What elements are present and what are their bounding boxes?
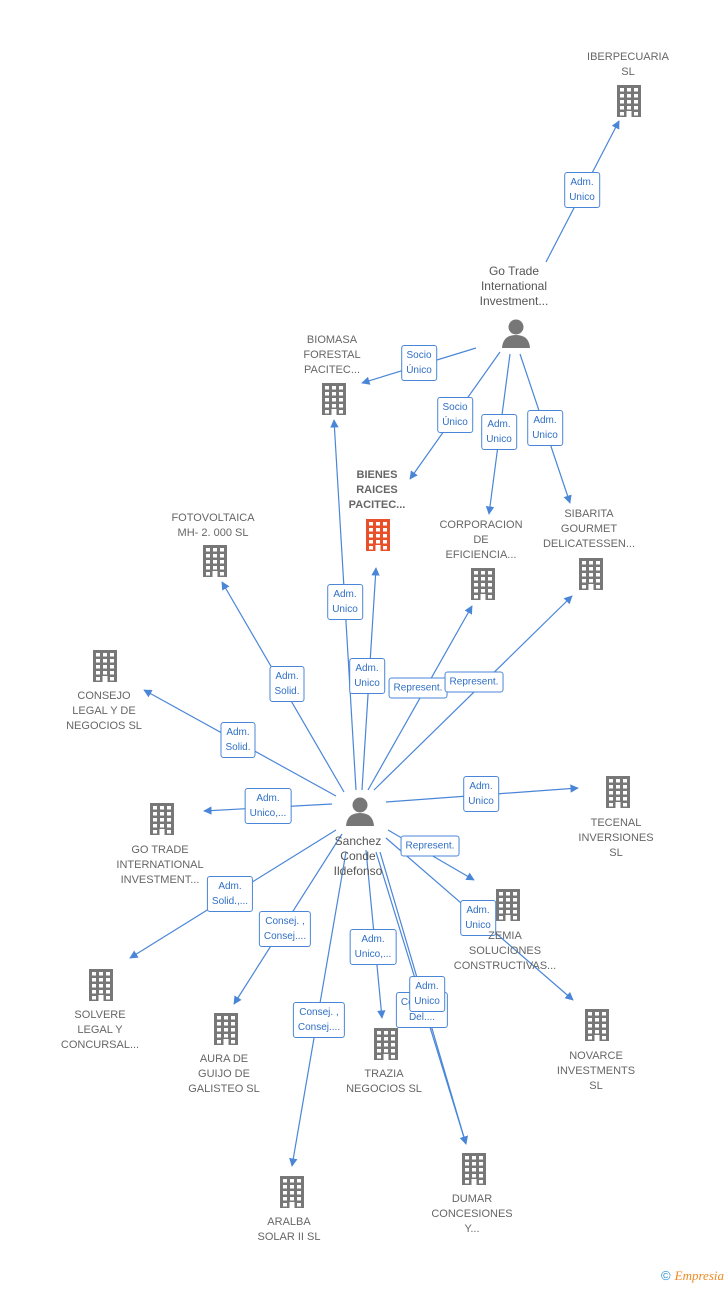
person-label-gotrade_person[interactable]: Go Trade International Investment... [479, 264, 549, 308]
company-label-biomasa[interactable]: BIOMASA FORESTAL PACITEC... [303, 334, 361, 376]
edge-label-gotrade_person-to-bienes[interactable]: Socio Único [437, 397, 473, 433]
company-label-bienes[interactable]: BIENES RAICES PACITEC... [348, 469, 406, 511]
edge-label-sanchez-to-biomasa[interactable]: Adm. Unico [327, 584, 363, 620]
edge-label-sanchez-to-consejo[interactable]: Adm. Solid. [220, 722, 256, 758]
edge-label-gotrade_person-to-biomasa[interactable]: Socio Único [401, 345, 437, 381]
edge-label-sanchez-to-sibarita[interactable]: Represent. [444, 671, 504, 693]
building-icon-corporacion[interactable] [471, 568, 495, 600]
edge-label-sanchez-to-trazia[interactable]: Adm. Unico,... [349, 929, 397, 965]
edge-label-gotrade_person-to-iberpecuaria[interactable]: Adm. Unico [564, 172, 600, 208]
building-icon-zemia[interactable] [496, 889, 520, 921]
edge-label-sanchez-to-gotrade_co[interactable]: Adm. Unico,... [244, 788, 292, 824]
person-icon-gotrade_person[interactable] [502, 319, 530, 349]
company-label-sibarita[interactable]: SIBARITA GOURMET DELICATESSEN... [542, 508, 636, 550]
building-icon-trazia[interactable] [374, 1028, 398, 1060]
company-label-trazia[interactable]: TRAZIA NEGOCIOS SL [346, 1068, 422, 1095]
company-label-iberpecuaria[interactable]: IBERPECUARIA SL [587, 51, 669, 78]
edge-label-sanchez-to-bienes[interactable]: Adm. Unico [349, 658, 385, 694]
edge-label-sanchez-to-dumar[interactable]: Adm. Unico [409, 976, 445, 1012]
edge-sanchez-to-sibarita [373, 595, 573, 791]
icons-layer [89, 85, 641, 1208]
company-label-corporacion[interactable]: CORPORACION DE EFICIENCIA... [439, 519, 523, 561]
edge-label-sanchez-to-corporacion[interactable]: Represent. [388, 677, 448, 699]
copyright-icon: © [661, 1268, 671, 1283]
edge-label-sanchez-to-aura[interactable]: Consej. , Consej.... [258, 911, 312, 947]
building-icon-solvere[interactable] [89, 969, 113, 1001]
company-label-zemia[interactable]: ZEMIA SOLUCIONES CONSTRUCTIVAS... [453, 930, 557, 972]
edge-label-sanchez-to-aralba[interactable]: Consej. , Consej.... [292, 1002, 346, 1038]
building-icon-fotovoltaica[interactable] [203, 545, 227, 577]
building-icon-bienes[interactable] [366, 519, 390, 551]
edge-label-gotrade_person-to-corporacion[interactable]: Adm. Unico [481, 414, 517, 450]
building-icon-novarce[interactable] [585, 1009, 609, 1041]
edge-label-sanchez-to-fotovoltaica[interactable]: Adm. Solid. [269, 666, 305, 702]
company-label-solvere[interactable]: SOLVERE LEGAL Y CONCURSAL... [60, 1009, 140, 1051]
edge-label-sanchez-to-zemia[interactable]: Represent. [400, 835, 460, 857]
footer-brand[interactable]: ©Empresia [661, 1268, 724, 1284]
person-icon-sanchez[interactable] [346, 797, 374, 827]
building-icon-iberpecuaria[interactable] [617, 85, 641, 117]
company-label-consejo[interactable]: CONSEJO LEGAL Y DE NEGOCIOS SL [66, 690, 142, 732]
building-icon-sibarita[interactable] [579, 558, 603, 590]
building-icon-aura[interactable] [214, 1013, 238, 1045]
company-label-fotovoltaica[interactable]: FOTOVOLTAICA MH- 2. 000 SL [171, 512, 255, 539]
building-icon-consejo[interactable] [93, 650, 117, 682]
brand-name: Empresia [674, 1268, 724, 1283]
person-label-sanchez[interactable]: Sanchez Conde Ildefonso [333, 834, 383, 878]
edge-label-sanchez-to-novarce[interactable]: Adm. Unico [460, 900, 496, 936]
building-icon-gotrade_co[interactable] [150, 803, 174, 835]
company-label-dumar[interactable]: DUMAR CONCESIONES Y... [431, 1193, 513, 1235]
company-label-aura[interactable]: AURA DE GUIJO DE GALISTEO SL [188, 1053, 260, 1095]
company-label-aralba[interactable]: ARALBA SOLAR II SL [257, 1216, 321, 1243]
edge-label-sanchez-to-solvere[interactable]: Adm. Solid.,... [206, 876, 254, 912]
building-icon-dumar[interactable] [462, 1153, 486, 1185]
edge-label-sanchez-to-tecenal[interactable]: Adm. Unico [463, 776, 499, 812]
building-icon-tecenal[interactable] [606, 776, 630, 808]
building-icon-aralba[interactable] [280, 1176, 304, 1208]
company-label-tecenal[interactable]: TECENAL INVERSIONES SL [578, 817, 654, 859]
edge-label-gotrade_person-to-sibarita[interactable]: Adm. Unico [527, 410, 563, 446]
company-label-novarce[interactable]: NOVARCE INVESTMENTS SL [556, 1050, 636, 1092]
building-icon-biomasa[interactable] [322, 383, 346, 415]
company-label-gotrade_co[interactable]: GO TRADE INTERNATIONAL INVESTMENT... [116, 844, 204, 886]
